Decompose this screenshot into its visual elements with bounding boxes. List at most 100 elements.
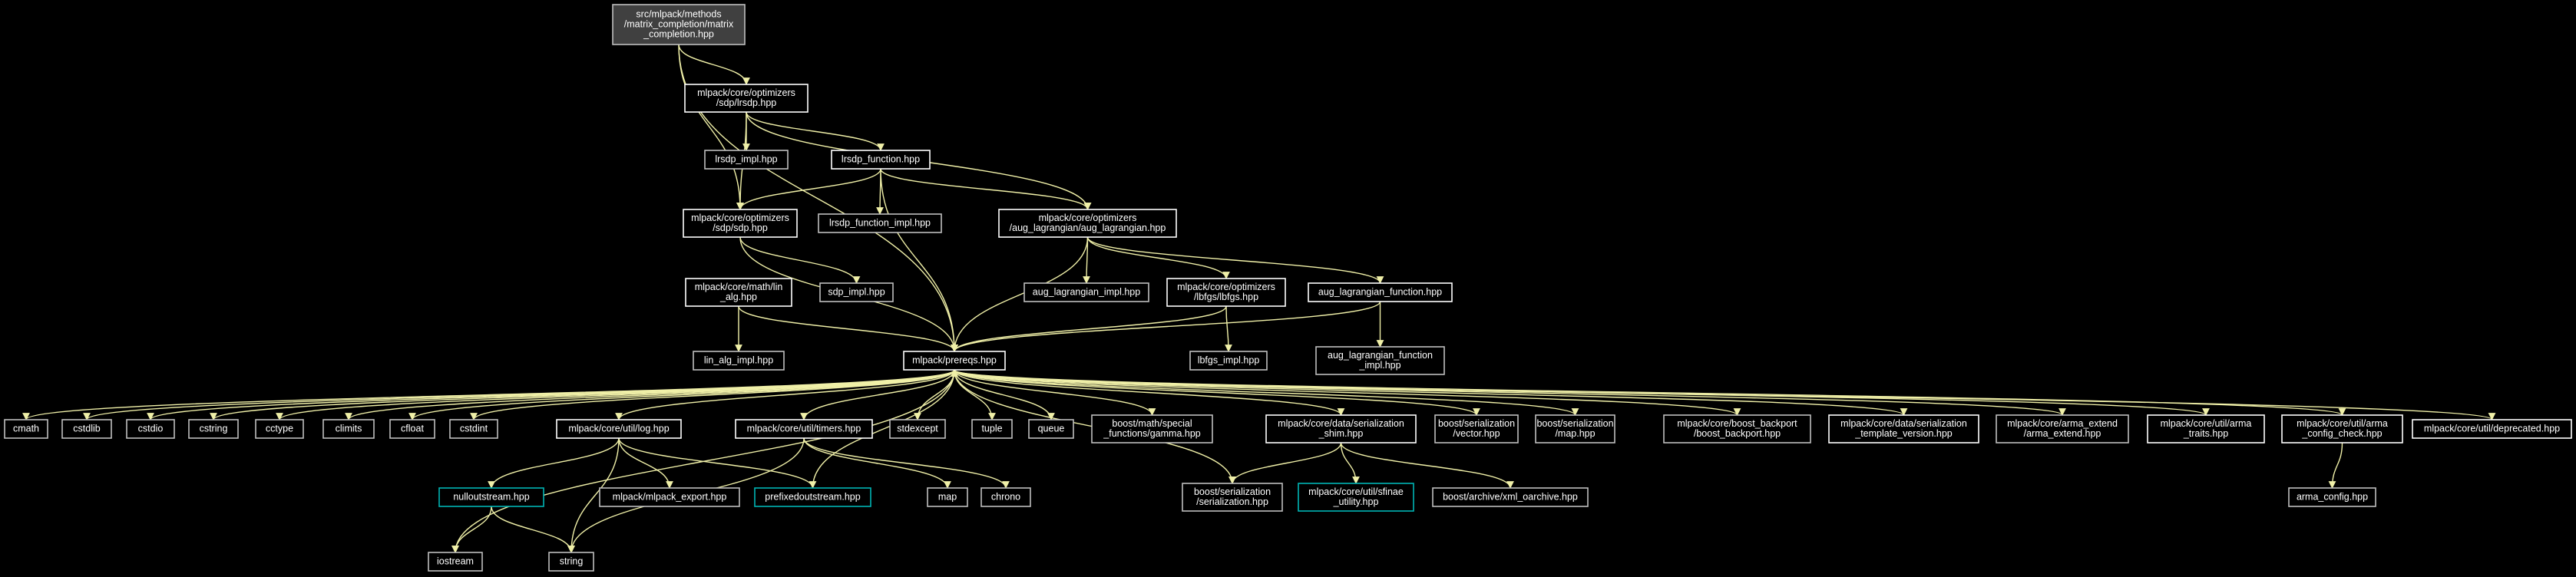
node-prefixedoutstream[interactable]: prefixedoutstream.hpp [754,487,871,507]
edge-lrsdp-function-to-sdp [736,168,881,210]
node-box [1315,346,1445,375]
node-label-line: aug_lagrangian_impl.hpp [1033,287,1140,298]
edge-prereqs-to-cstdint [470,369,955,420]
node-box [438,487,544,507]
node-box [188,419,239,439]
node-label-line: lbfgs_impl.hpp [1198,355,1260,366]
node-label-line: _alg.hpp [719,292,757,302]
node-label-line: _completion.hpp [643,29,714,40]
node-arma-traits[interactable]: mlpack/core/util/arma_traits.hpp [2147,414,2265,443]
node-box [1265,414,1417,443]
edge-prereqs-to-boost-backport [954,369,1741,416]
node-label-line: mlpack/core/util/deprecated.hpp [2424,424,2560,434]
node-label-line: cmath [13,424,39,434]
node-lbfgs[interactable]: mlpack/core/optimizers/lbfgs/lbfgs.hpp [1166,278,1286,307]
node-box [126,419,175,439]
node-cstdlib: cstdlib [61,419,112,439]
node-box [4,419,48,439]
node-label-line: cctype [266,424,293,434]
node-nulloutstream[interactable]: nulloutstream.hpp [438,487,544,507]
node-sdp[interactable]: mlpack/core/optimizers/sdp/sdp.hpp [683,209,798,238]
node-queue: queue [1028,419,1074,439]
node-label-line: _template_version.hpp [1854,428,1953,439]
node-box [1028,419,1074,439]
node-label-line: boost/serialization [1536,418,1613,429]
edge-nulloutstream-to-iostream [451,506,492,553]
node-box [704,150,789,170]
node-label-line: mlpack/core/data/serialization [1278,418,1404,429]
edge-log-to-nulloutstream [488,437,620,489]
node-label-line: mlpack/core/util/timers.hpp [747,424,861,434]
node-label-line: mlpack/core/boost_backport [1677,418,1797,429]
edge-lbfgs-to-lbfgs-impl [1225,305,1232,352]
node-box [1182,483,1283,512]
node-label-line: mlpack/core/math/lin [695,282,783,292]
node-chrono: chrono [980,487,1031,507]
node-box [903,351,1006,371]
node-xml-oarchive: boost/archive/xml_oarchive.hpp [1432,487,1589,507]
node-box [548,552,594,572]
node-aug-lag[interactable]: mlpack/core/optimizers/aug_lagrangian/au… [998,209,1177,238]
node-prereqs[interactable]: mlpack/prereqs.hpp [903,351,1006,371]
edge-aug-lag-to-aug-lag-func [1086,236,1384,284]
node-arma-config-check[interactable]: mlpack/core/util/arma_config_check.hpp [2281,414,2403,443]
node-sfinae[interactable]: mlpack/core/util/sfinae_utility.hpp [1298,483,1414,512]
node-box [1298,483,1414,512]
node-lrsdp-function[interactable]: lrsdp_function.hpp [831,150,931,170]
node-deprecated[interactable]: mlpack/core/util/deprecated.hpp [2412,419,2572,439]
edge-timers-to-map [803,437,951,489]
node-aug-lag-func-impl: aug_lagrangian_function_impl.hpp [1315,346,1445,375]
node-box [693,351,785,371]
node-label-line: nulloutstream.hpp [453,492,529,503]
node-cfloat: cfloat [389,419,435,439]
node-label-line: cstdint [460,424,488,434]
node-box [389,419,435,439]
node-box [1432,487,1589,507]
node-label-line: stdexcept [897,424,938,434]
node-label-line: _traits.hpp [2183,428,2228,439]
node-label-line: map [938,492,957,503]
node-climits: climits [322,419,375,439]
edge-ser-shim-to-xml-oarchive [1340,442,1514,489]
node-label-line: mlpack/core/optimizers [697,87,795,98]
edge-prereqs-to-cstring [210,369,955,420]
edge-prereqs-to-ser-vector [954,369,1480,416]
node-cctype: cctype [255,419,304,439]
node-lin-alg[interactable]: mlpack/core/math/lin_alg.hpp [685,278,792,307]
node-log[interactable]: mlpack/core/util/log.hpp [556,419,682,439]
edge-prereqs-to-cstdlib [83,369,955,420]
node-label-line: cstdio [138,424,164,434]
node-cmath: cmath [4,419,48,439]
node-box [1308,282,1453,302]
node-label-line: mlpack/core/data/serialization [1840,418,1967,429]
node-aug-lag-func[interactable]: aug_lagrangian_function.hpp [1308,282,1453,302]
edge-prereqs-to-timers [800,369,955,420]
node-label-line: /vector.hpp [1453,428,1500,439]
edge-lrsdp-to-lrsdp-function [746,111,885,151]
node-label-line: _shim.hpp [1318,428,1364,439]
node-label-line: /aug_lagrangian/aug_lagrangian.hpp [1010,223,1166,233]
node-label-line: climits [336,424,362,434]
node-label-line: lrsdp_impl.hpp [715,154,777,165]
node-stdexcept: stdexcept [889,419,946,439]
node-lrsdp[interactable]: mlpack/core/optimizers/sdp/lrsdp.hpp [684,84,809,113]
node-ser-shim[interactable]: mlpack/core/data/serialization_shim.hpp [1265,414,1417,443]
node-box [2412,419,2572,439]
node-label-line: cstring [200,424,228,434]
node-boost-backport: mlpack/core/boost_backport/boost_backpor… [1663,414,1811,443]
node-ser-template[interactable]: mlpack/core/data/serialization_template_… [1828,414,1979,443]
node-root: src/mlpack/methods/matrix_completion/mat… [612,4,746,45]
node-label-line: boost/serialization [1194,486,1271,497]
node-box [1996,414,2129,443]
node-box [889,419,946,439]
node-timers[interactable]: mlpack/core/util/timers.hpp [735,419,873,439]
edge-timers-to-chrono [803,437,1010,489]
node-label-line: /matrix_completion/matrix [624,19,734,30]
node-label-line: lrsdp_function_impl.hpp [829,218,931,229]
node-box [1189,351,1268,371]
edge-prereqs-to-ser-shim [954,369,1345,416]
edge-lbfgs-to-prereqs [951,305,1227,352]
node-box [980,487,1031,507]
node-box [449,419,498,439]
edge-root-to-lrsdp [678,44,750,85]
